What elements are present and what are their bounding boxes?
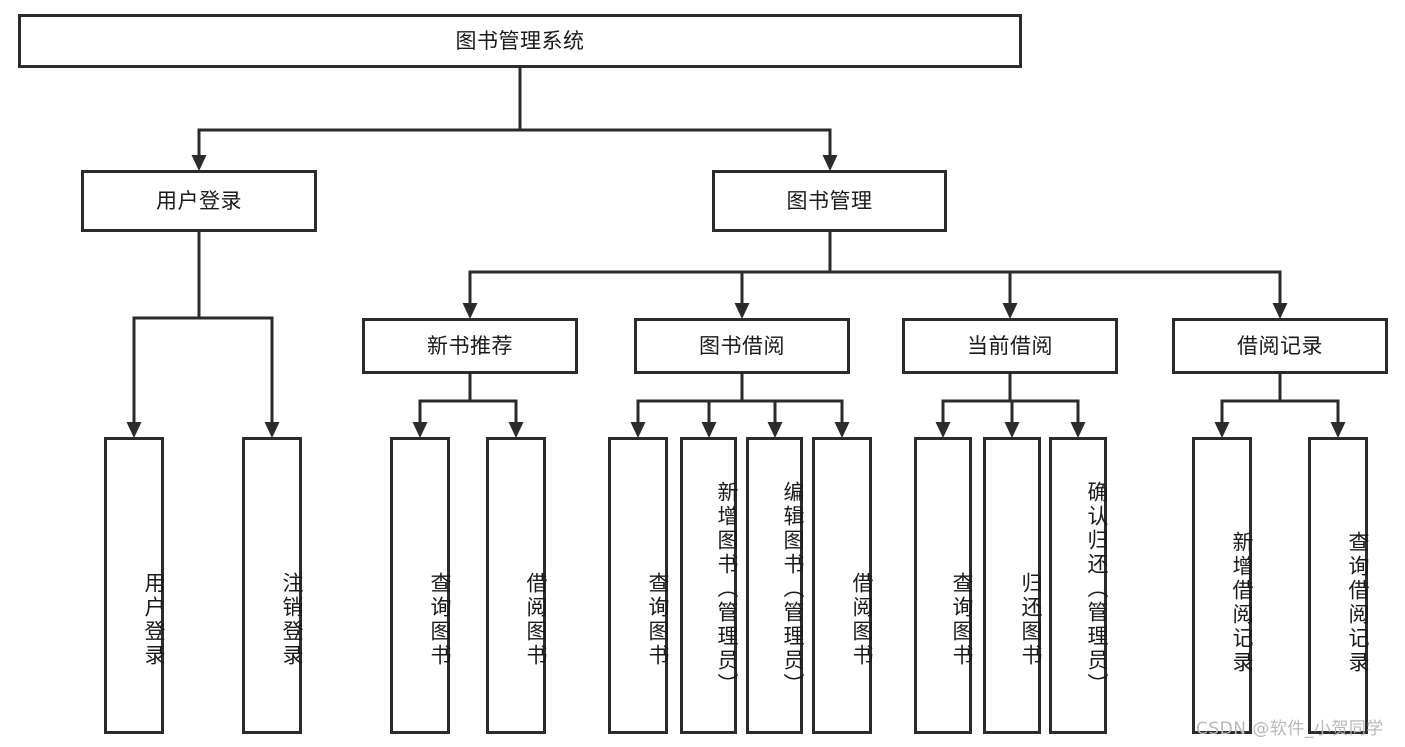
connectors-layer (126, 66, 1346, 438)
edge-arrowhead-icon (462, 303, 478, 319)
node-box-l3-current[interactable] (902, 318, 1118, 374)
edge-arrowhead-icon (1272, 303, 1288, 319)
node-box-leaf-cur-query[interactable] (914, 437, 972, 734)
edge-arrowhead-icon (822, 155, 838, 171)
node-box-l3-record[interactable] (1172, 318, 1388, 374)
node-box-leaf-new-borrow[interactable] (486, 437, 546, 734)
node-box-leaf-bk-borrow[interactable] (812, 437, 872, 734)
node-box-l3-borrow[interactable] (634, 318, 850, 374)
node-box-leaf-user-login[interactable] (104, 437, 164, 734)
node-box-leaf-bk-query[interactable] (608, 437, 668, 734)
node-box-root[interactable] (18, 14, 1022, 68)
edge-arrowhead-icon (126, 422, 142, 438)
edge-arrowhead-icon (1214, 422, 1230, 438)
edge-arrowhead-icon (1004, 422, 1020, 438)
node-box-leaf-new-query[interactable] (390, 437, 450, 734)
node-box-leaf-user-logout[interactable] (242, 437, 302, 734)
edge-arrowhead-icon (935, 422, 951, 438)
node-box-l2-user[interactable] (81, 170, 317, 232)
boxes-layer (18, 14, 1388, 734)
edge-arrowhead-icon (734, 303, 750, 319)
edge-arrowhead-icon (508, 422, 524, 438)
edge-arrowhead-icon (412, 422, 428, 438)
node-box-leaf-bk-add[interactable] (680, 437, 737, 734)
edge-arrowhead-icon (701, 422, 717, 438)
node-box-leaf-cur-confirm[interactable] (1049, 437, 1107, 734)
node-box-leaf-cur-return[interactable] (983, 437, 1041, 734)
node-box-leaf-bk-edit[interactable] (746, 437, 803, 734)
edge-arrowhead-icon (1070, 422, 1086, 438)
node-box-l2-book[interactable] (712, 170, 947, 232)
edge-arrowhead-icon (767, 422, 783, 438)
edge-arrowhead-icon (264, 422, 280, 438)
edge-arrowhead-icon (1330, 422, 1346, 438)
node-box-leaf-rec-query[interactable] (1308, 437, 1368, 734)
node-box-l3-new[interactable] (362, 318, 578, 374)
edge-arrowhead-icon (191, 155, 207, 171)
edge-arrowhead-icon (834, 422, 850, 438)
watermark-text: CSDN @软件_小贺同学 (1196, 719, 1384, 739)
node-box-leaf-rec-add[interactable] (1192, 437, 1252, 734)
edge-arrowhead-icon (1002, 303, 1018, 319)
edge-arrowhead-icon (630, 422, 646, 438)
